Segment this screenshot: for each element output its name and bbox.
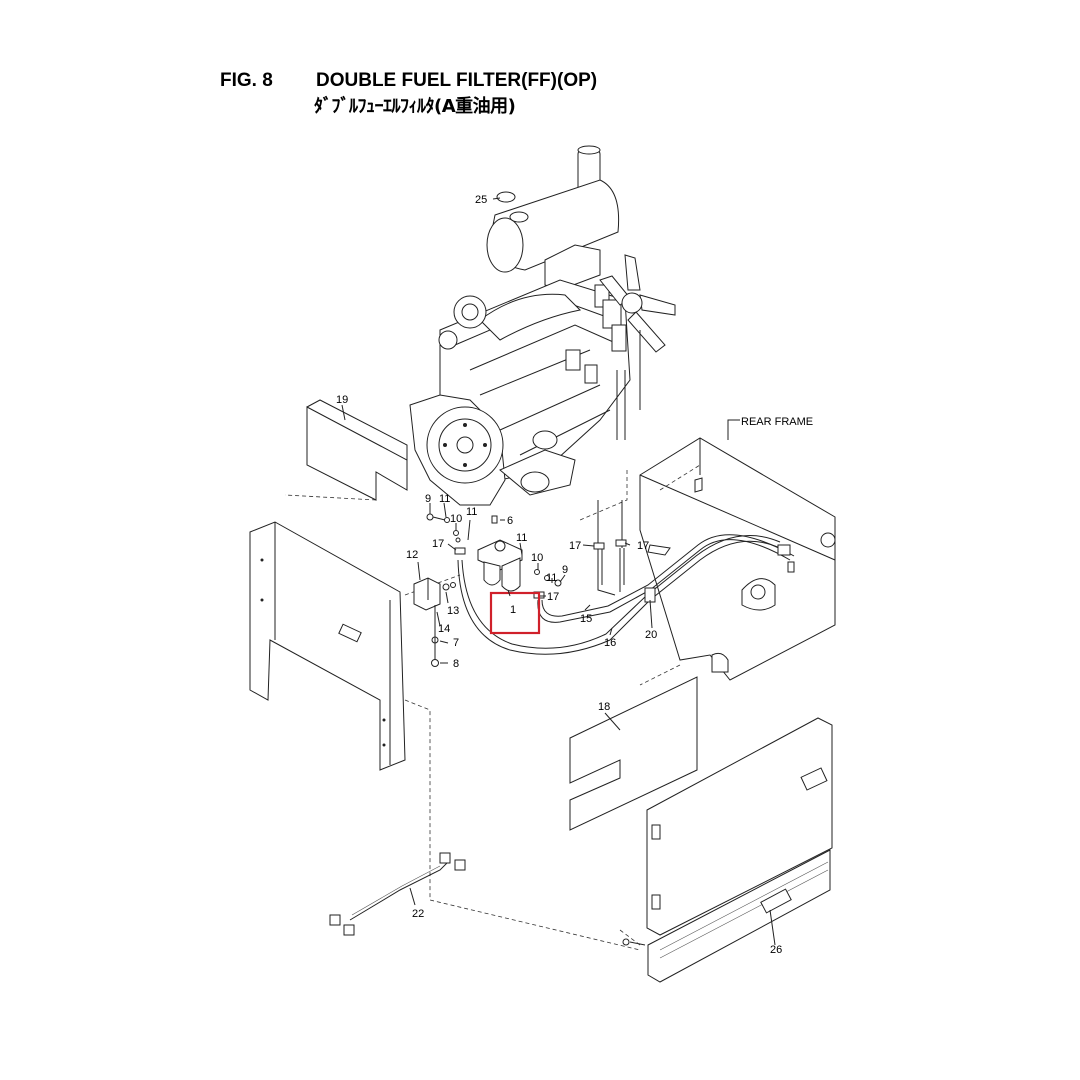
label-17b: 17 <box>569 540 581 552</box>
label-1: 1 <box>510 604 516 616</box>
engine-assembly <box>409 145 676 506</box>
label-7: 7 <box>453 637 459 649</box>
label-19: 19 <box>336 394 348 406</box>
label-17d: 17 <box>547 591 559 603</box>
label-rear-frame: REAR FRAME <box>741 416 813 428</box>
label-11d: 11 <box>546 572 557 584</box>
label-10a: 10 <box>450 513 462 525</box>
part-labels: 25 19 REAR FRAME 9 11 11 10 6 17 11 12 1… <box>336 194 813 956</box>
label-9b: 9 <box>562 564 568 576</box>
label-11b: 11 <box>466 506 477 518</box>
label-26: 26 <box>770 944 782 956</box>
label-10b: 10 <box>531 552 543 564</box>
part-26-side-cover <box>619 717 833 983</box>
label-17c: 17 <box>637 540 649 552</box>
left-side-panel <box>249 521 641 951</box>
part-12-bracket <box>413 577 441 611</box>
label-18: 18 <box>598 701 610 713</box>
figure-title: DOUBLE FUEL FILTER(FF)(OP) <box>316 70 598 91</box>
leader-lines <box>341 197 776 946</box>
label-14: 14 <box>438 623 450 635</box>
label-11a: 11 <box>439 493 450 505</box>
part-1-highlight-box <box>489 591 541 635</box>
label-6: 6 <box>507 515 513 527</box>
label-12: 12 <box>406 549 418 561</box>
rear-frame <box>579 437 836 686</box>
label-16: 16 <box>604 637 616 649</box>
label-17a: 17 <box>432 538 444 550</box>
label-25: 25 <box>475 194 487 206</box>
label-20: 20 <box>645 629 657 641</box>
label-9a: 9 <box>425 493 431 505</box>
part-19-insulation-pad <box>284 399 408 501</box>
label-13: 13 <box>447 605 459 617</box>
part-18-insulation-pad <box>569 676 698 831</box>
label-15: 15 <box>580 613 592 625</box>
figure-subtitle: ﾀﾞﾌﾞﾙﾌｭｰｴﾙﾌｨﾙﾀ(A重油用) <box>314 96 516 117</box>
part-22-wire-harness <box>329 852 466 936</box>
fasteners <box>426 513 562 667</box>
label-8: 8 <box>453 658 459 670</box>
label-11c: 11 <box>516 532 527 544</box>
part-1-double-fuel-filter <box>477 539 523 592</box>
label-22: 22 <box>412 908 424 920</box>
figure-number: FIG. 8 <box>220 70 273 91</box>
